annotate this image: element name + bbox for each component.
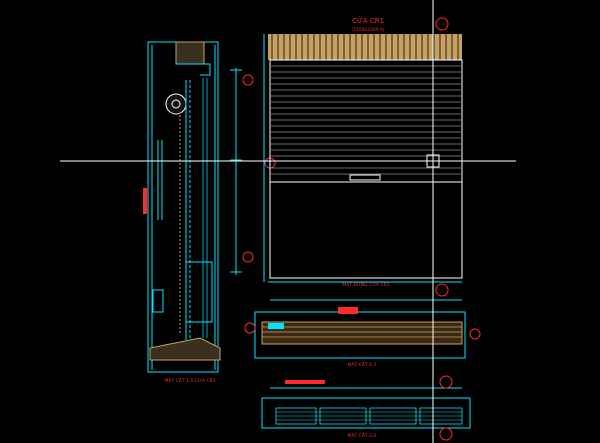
label-plan: MẶT CẮT 2-2 (348, 431, 377, 439)
horizontal-section (254, 299, 466, 359)
label-section-vertical: MẶT CẮT 1-1 CỬA CR1 (165, 376, 216, 384)
elevation-view (263, 34, 463, 283)
label-elevation: MẶT ĐỨNG CỬA CR1 (342, 280, 390, 288)
crosshair-cursor-icon[interactable] (60, 0, 516, 443)
vertical-section (147, 41, 221, 373)
dimension-line-vertical (230, 68, 242, 275)
plan-markers (439, 375, 453, 441)
label-section-horizontal: MẶT CẮT 1-1 (348, 360, 377, 368)
elevation-markers (435, 17, 449, 297)
vertical-section-accent (143, 188, 147, 214)
horizontal-section-markers (244, 322, 481, 340)
drawing-title: CỬA CR1 (352, 16, 384, 25)
drawing-subtitle: (1500x2500 h) (351, 27, 385, 33)
plan-view (261, 380, 471, 429)
roller-drum-icon (165, 93, 187, 115)
